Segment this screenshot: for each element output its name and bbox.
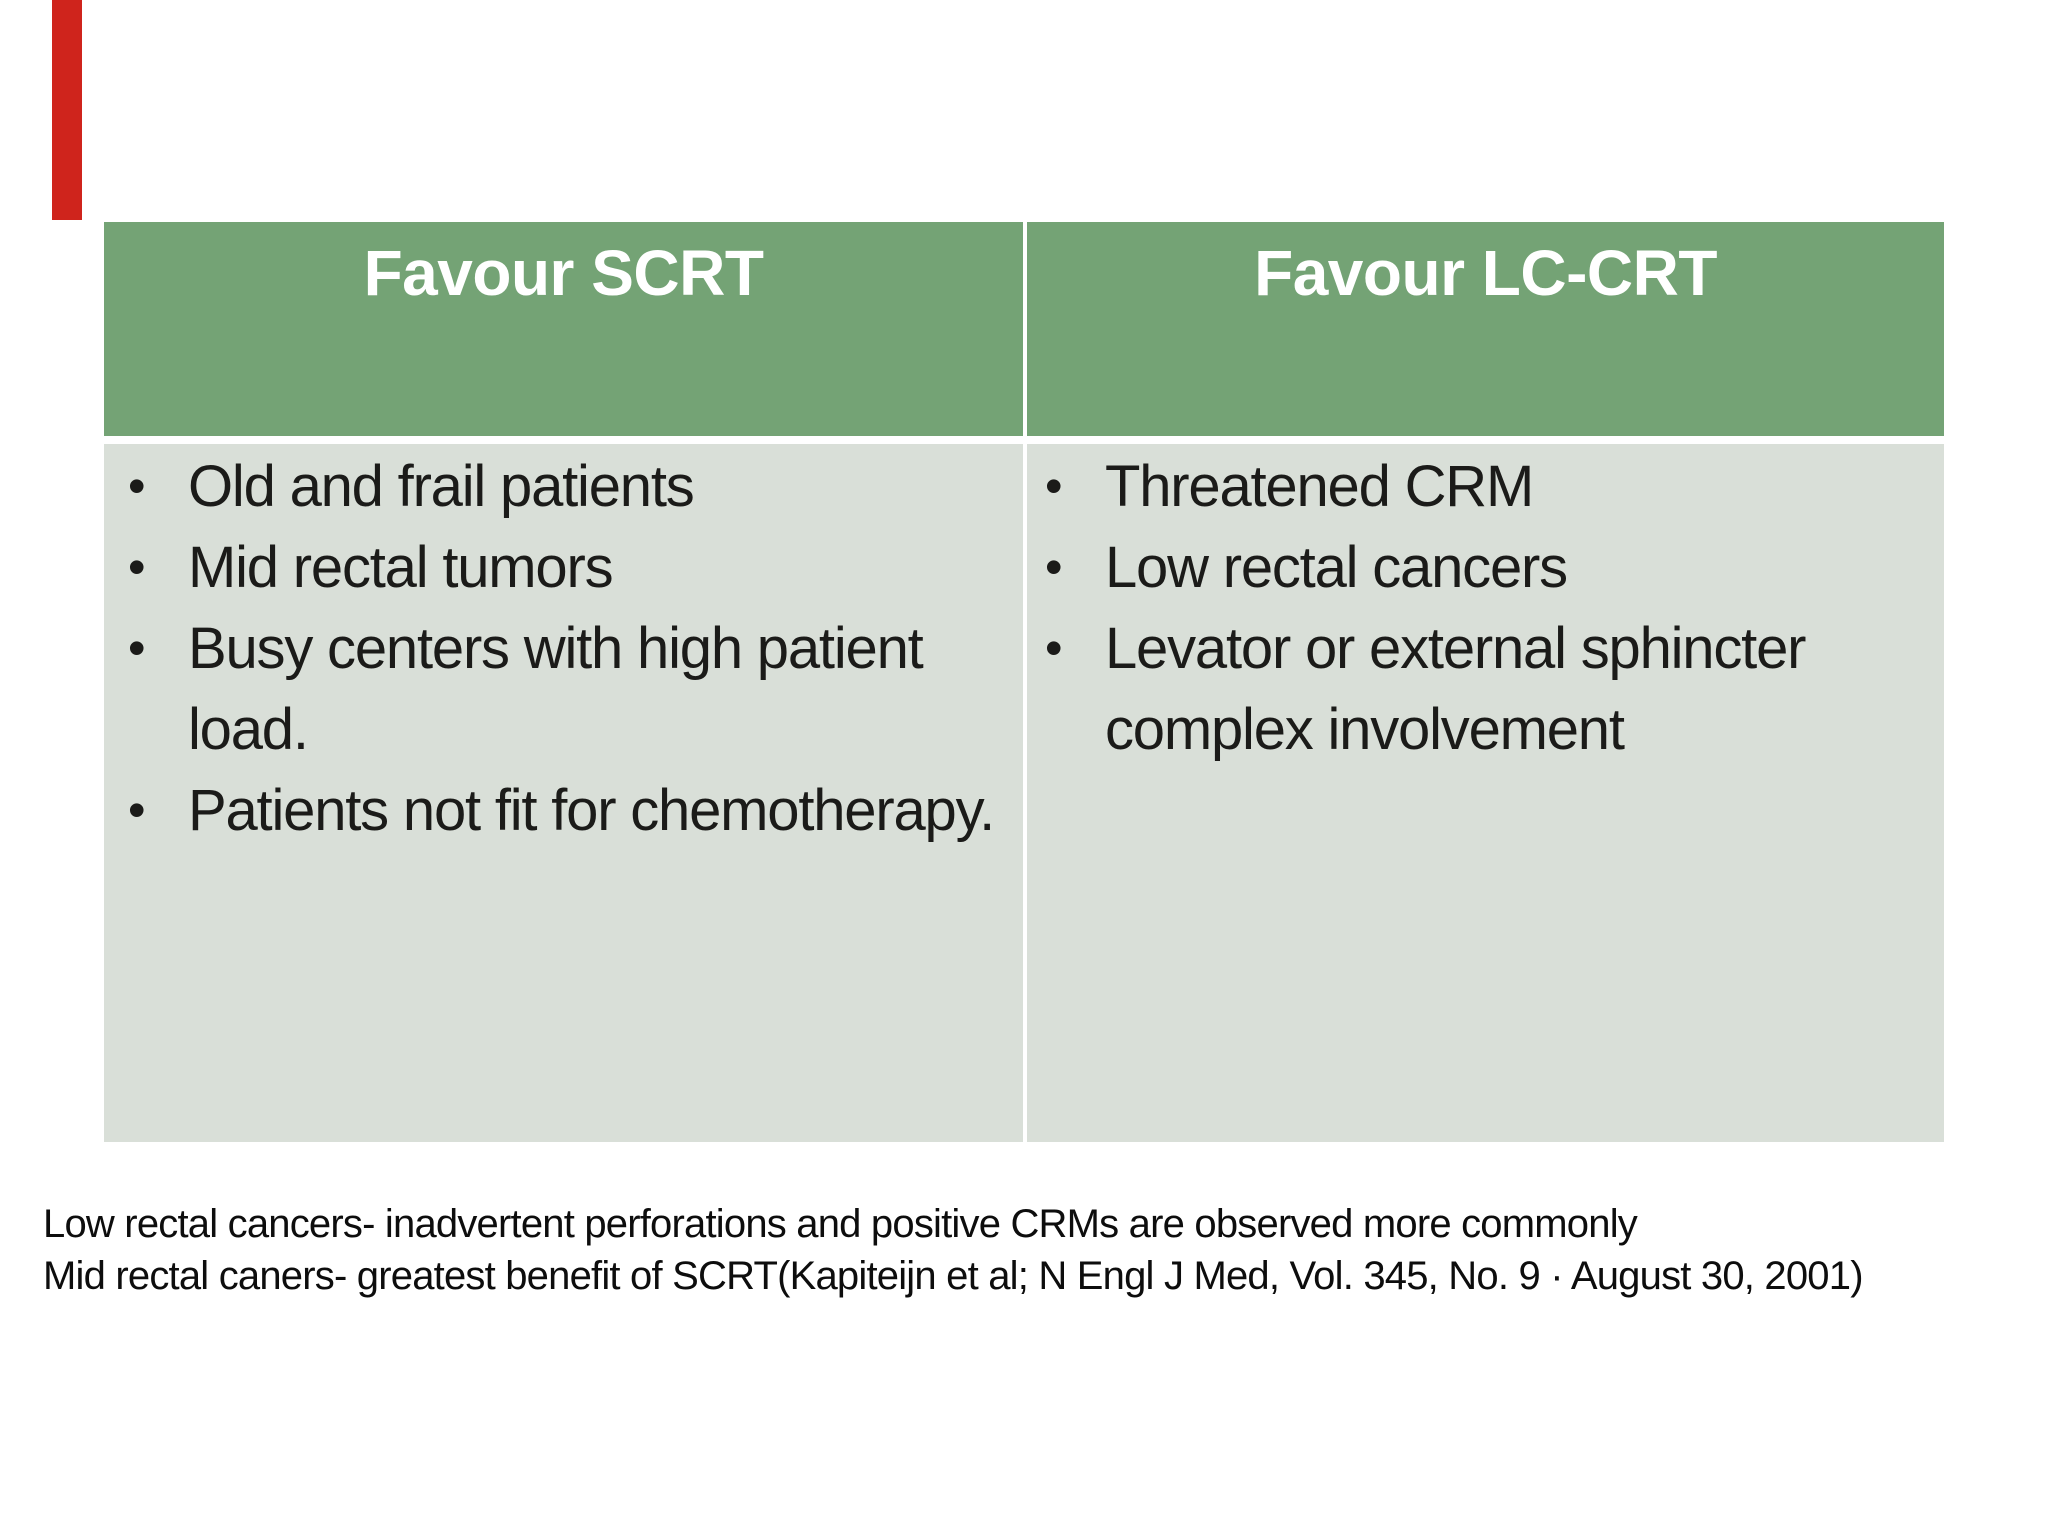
list-item: Busy centers with high patient load.: [104, 608, 1005, 770]
bullet-list-lc-crt: Threatened CRM Low rectal cancers Levato…: [1027, 444, 1944, 770]
list-item: Mid rectal tumors: [104, 527, 1005, 608]
table-header-favour-scrt: Favour SCRT: [104, 222, 1023, 436]
list-item: Levator or external sphincter complex in…: [1027, 608, 1926, 770]
header-label-lc-crt: Favour LC-CRT: [1254, 237, 1717, 309]
list-item: Patients not fit for chemotherapy.: [104, 770, 1005, 851]
footnote-line-2: Mid rectal caners- greatest benefit of S…: [43, 1254, 1864, 1298]
table-body-lc-crt: Threatened CRM Low rectal cancers Levato…: [1027, 444, 1944, 1142]
table-body-scrt: Old and frail patients Mid rectal tumors…: [104, 444, 1023, 1142]
list-item: Old and frail patients: [104, 446, 1005, 527]
comparison-table: Favour SCRT Favour LC-CRT Old and frail …: [104, 222, 1944, 1142]
footnote-line-1: Low rectal cancers- inadvertent perforat…: [43, 1202, 1638, 1246]
list-item: Threatened CRM: [1027, 446, 1926, 527]
header-label-scrt: Favour SCRT: [363, 237, 764, 309]
footnotes: Low rectal cancers- inadvertent perforat…: [43, 1198, 1864, 1302]
table-header-favour-lc-crt: Favour LC-CRT: [1027, 222, 1944, 436]
list-item: Low rectal cancers: [1027, 527, 1926, 608]
accent-bar: [52, 0, 82, 220]
bullet-list-scrt: Old and frail patients Mid rectal tumors…: [104, 444, 1023, 851]
